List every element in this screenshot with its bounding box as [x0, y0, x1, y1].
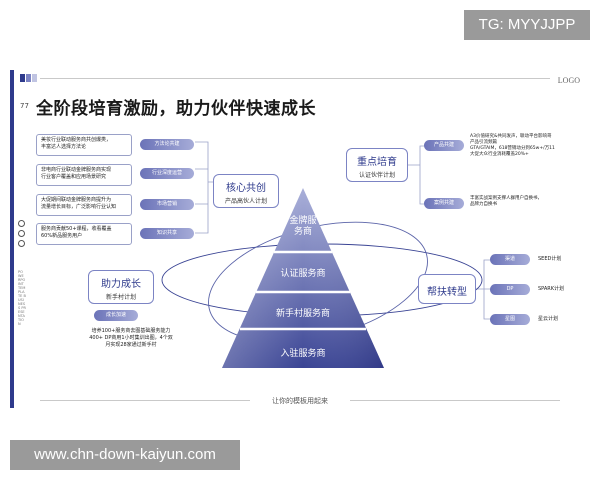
- left-item-4-line-1: 服务商贡献50+课程，收看覆盖: [41, 226, 112, 232]
- growth-desc: 培养100+服务商去图基础服务能力 400+ DP商用1小时集训出图，4个双 月…: [66, 328, 196, 349]
- focus-item-1-desc: A3价值研究&共同发声，联动平台影响哥 产品引流频篇 GTA/GTAIM，618…: [470, 134, 588, 158]
- focus-connector-lines: [408, 145, 424, 205]
- focus-item-1-line-4: 大促大众行业消耗覆盖20%+: [470, 152, 529, 157]
- growth-tag[interactable]: 成长加速: [94, 310, 138, 321]
- header-rule: [40, 78, 550, 79]
- left-item-4-line-2: 60%新品服务用户: [41, 233, 83, 239]
- growth-desc-line-3: 月实现28家通过新手村: [105, 342, 157, 348]
- focus-item-2-line-2: 品牌力自换书: [470, 202, 497, 207]
- focus-item-1-line-3: GTA/GTAIM，618营销动分到65w+/万11: [470, 146, 588, 152]
- focus-title: 重点培育: [357, 157, 397, 168]
- left-item-3-line-1: 大促期间联动金牌服务商提升为: [41, 197, 112, 203]
- growth-subtitle: 新手村计划: [105, 294, 136, 301]
- accent-square-2: [26, 74, 31, 82]
- pyramid-label-gold: 金牌服务商: [289, 216, 317, 237]
- side-circle-2: [18, 230, 25, 237]
- left-item-4-tag[interactable]: 知识共享: [140, 228, 194, 239]
- focus-item-2-tag[interactable]: 案例共建: [424, 198, 464, 209]
- left-item-2-line-1: 非电商行业联动金牌服务商实现: [41, 167, 112, 173]
- page-number: 77: [20, 102, 29, 110]
- pyramid-shade: [222, 188, 384, 368]
- left-item-3-tag[interactable]: 市场营销: [140, 199, 194, 210]
- pyramid-level-novice: 新手村服务商: [275, 309, 330, 319]
- left-item-2-line-2: 行业客户覆盖和应用场景研究: [41, 174, 107, 180]
- core-subtitle: 产品高伙人计划: [224, 198, 267, 205]
- footer-rule-right: [350, 400, 560, 401]
- support-item-2-tag[interactable]: DP: [490, 284, 530, 295]
- growth-desc-line-1: 培养100+服务商去图基础服务能力: [91, 328, 171, 334]
- footer-rule-left: [40, 400, 250, 401]
- pyramid-level-certified: 认证服务商: [280, 269, 326, 279]
- core-title: 核心共创: [226, 183, 266, 194]
- core-cocreation-box[interactable]: 核心共创 产品高伙人计划: [213, 174, 279, 208]
- slide: LOGO 77 全阶段培育激励，助力伙伴快速成长 POWERPOINT TEMP…: [10, 70, 590, 408]
- focus-item-1-line-3b: 分到65w+/万11: [520, 146, 555, 151]
- logo-text: LOGO: [557, 76, 580, 85]
- accent-square-1: [20, 74, 25, 82]
- pyramid-level-gold: 金牌服务商: [274, 216, 332, 238]
- left-item-3-desc: 大促期间联动金牌服务商提升为 流量增长目标，广泛影响行业认知: [36, 194, 132, 216]
- support-title: 帮扶转型: [427, 287, 467, 298]
- support-connector-lines: [476, 259, 490, 320]
- support-item-3-label: 星云计划: [538, 316, 559, 322]
- left-item-3-line-2: 流量增长目标，广泛影响行业认知: [41, 204, 117, 210]
- focus-box[interactable]: 重点培育 认证伙伴计划: [346, 148, 408, 182]
- pyramid-level-entry: 入驻服务商: [280, 349, 326, 359]
- growth-desc-line-2: 400+ DP商用1小时集训出图，4个双: [89, 335, 173, 341]
- support-item-2-label: SPARK计划: [538, 286, 565, 292]
- support-item-1-tag[interactable]: 渠道: [490, 254, 530, 265]
- focus-item-1-line-3a: GTA/GTAIM，618营销动: [470, 146, 521, 151]
- side-circle-1: [18, 220, 25, 227]
- diagram-graphics: [161, 141, 490, 368]
- focus-subtitle: 认证伙伴计划: [358, 172, 395, 179]
- page-title: 全阶段培育激励，助力伙伴快速成长: [36, 99, 316, 119]
- left-item-1-tag[interactable]: 方法论共建: [140, 139, 194, 150]
- growth-box[interactable]: 助力成长 新手村计划: [88, 270, 154, 304]
- support-item-3-tag[interactable]: 星图: [490, 314, 530, 325]
- support-box[interactable]: 帮扶转型: [418, 274, 476, 304]
- left-accent-bar: [10, 70, 14, 408]
- focus-item-1-line-2: 产品引流频篇: [470, 140, 497, 145]
- left-item-1-line-2: 丰富达人选择方法论: [41, 144, 87, 150]
- footer-text: 让你的模板用起来: [272, 397, 328, 405]
- focus-item-2-line-1: 丰富实战案例支撑人群用户自换书，: [470, 196, 542, 201]
- side-circle-3: [18, 240, 25, 247]
- watermark-tg: TG: MYYJJPP: [464, 10, 590, 40]
- focus-item-1-line-1: A3价值研究&共同发声，联动平台影响哥: [470, 134, 552, 139]
- watermark-url: www.chn-down-kaiyun.com: [10, 440, 240, 470]
- left-item-4-desc: 服务商贡献50+课程，收看覆盖 60%新品服务用户: [36, 223, 132, 245]
- left-item-1-desc: 美妆行业联动服务商共创爆类， 丰富达人选择方法论: [36, 134, 132, 156]
- left-item-2-tag[interactable]: 行业深度运营: [140, 168, 194, 179]
- focus-item-1-tag[interactable]: 产品共建: [424, 140, 464, 151]
- side-vertical-text: POWERPOINT TEMPLATE BUSINESS PRESENTATIO…: [18, 270, 26, 326]
- left-item-1-line-1: 美妆行业联动服务商共创爆类，: [41, 137, 112, 143]
- growth-title: 助力成长: [101, 279, 141, 290]
- accent-square-3: [32, 74, 37, 82]
- left-item-2-desc: 非电商行业联动金牌服务商实现 行业客户覆盖和应用场景研究: [36, 164, 132, 186]
- left-connector-lines: [195, 141, 213, 234]
- focus-item-2-desc: 丰富实战案例支撑人群用户自换书， 品牌力自换书: [470, 196, 588, 208]
- support-item-1-label: SEED计划: [538, 256, 562, 262]
